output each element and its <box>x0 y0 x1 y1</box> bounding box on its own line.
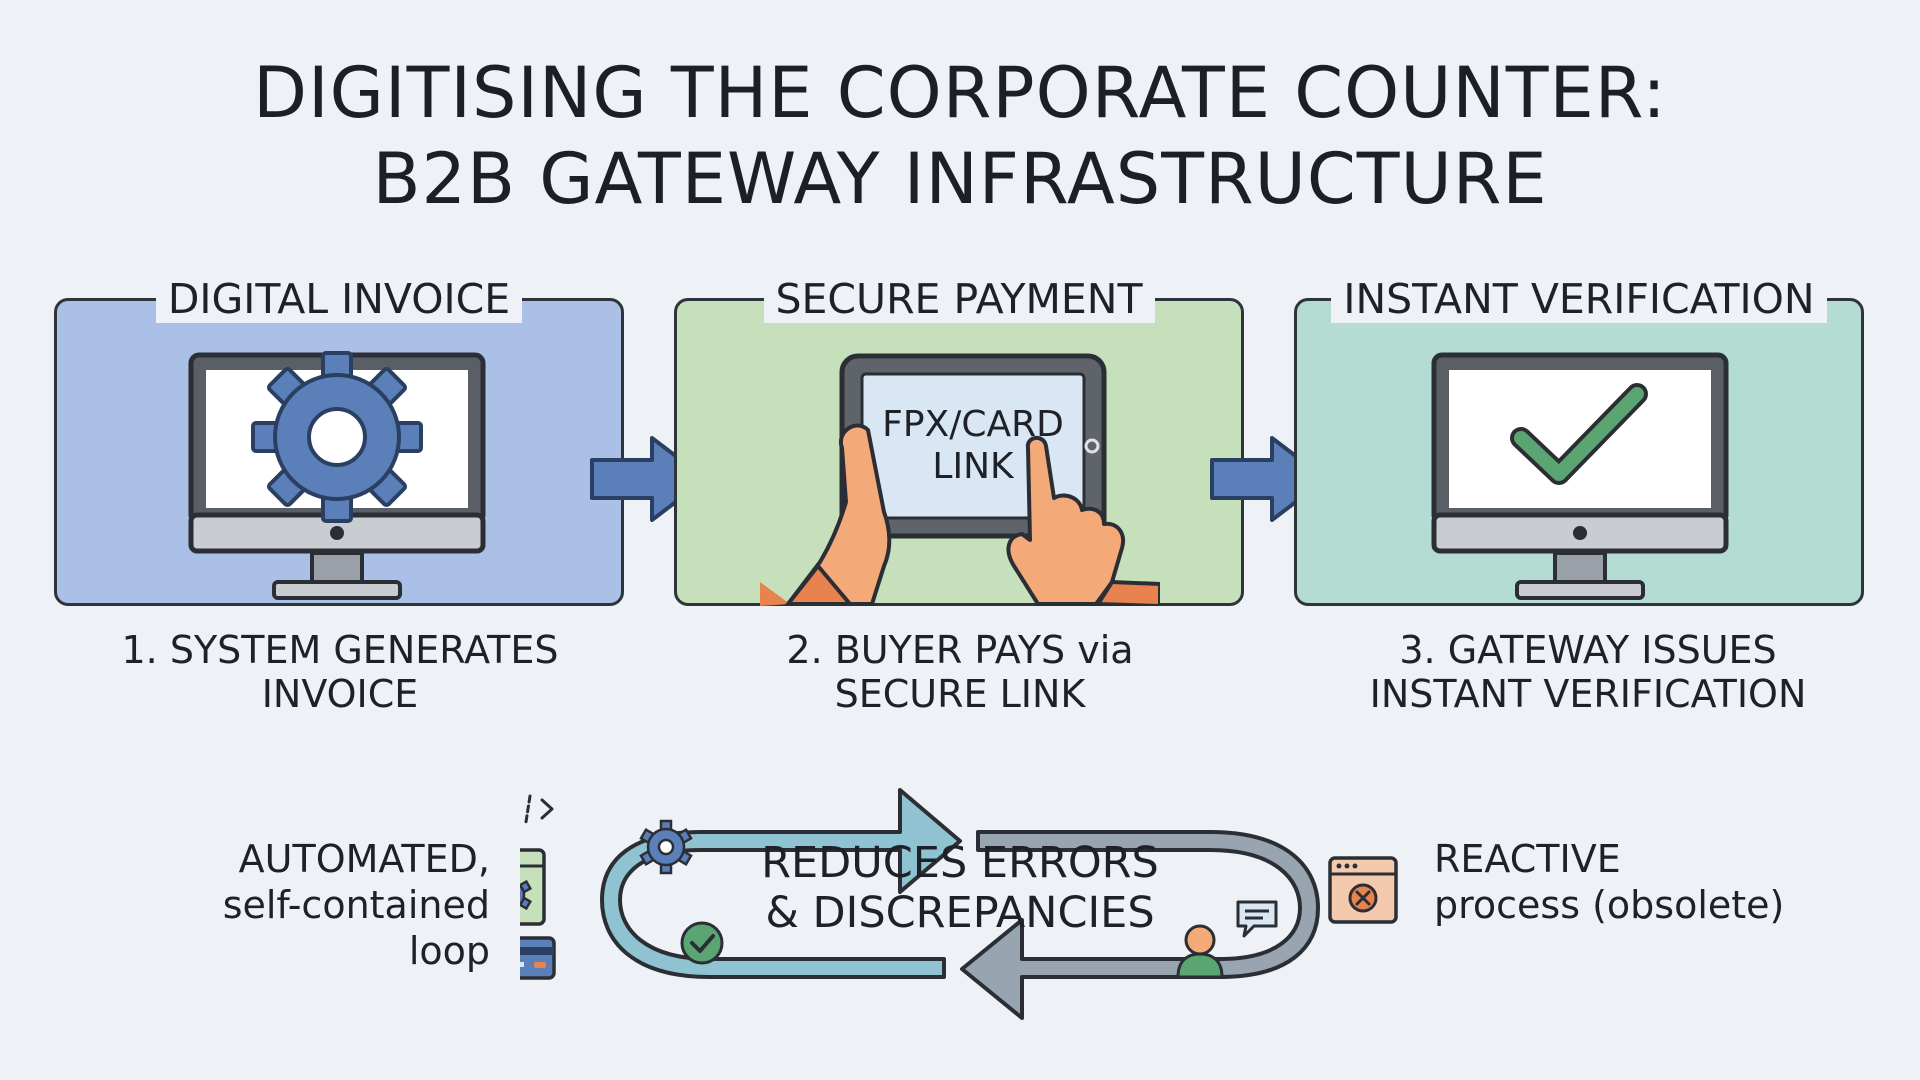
automated-loop-label: AUTOMATED, self-contained loop <box>222 837 490 973</box>
diagram-title: DIGITISING THE CORPORATE COUNTER: B2B GA… <box>0 50 1920 222</box>
error-window-icon <box>1328 856 1398 924</box>
panel-title-instant-verification: INSTANT VERIFICATION <box>1331 275 1827 323</box>
person-icon <box>1176 924 1224 979</box>
browser-gear-icon <box>520 848 546 926</box>
monitor-gear-icon <box>188 351 486 600</box>
loop-center-label: REDUCES ERRORS & DISCREPANCIES <box>761 838 1159 938</box>
step-2-label: 2. BUYER PAYS via SECURE LINK <box>786 628 1134 716</box>
title-line-2: B2B GATEWAY INFRASTRUCTURE <box>372 138 1548 220</box>
code-brackets-icon <box>524 794 554 824</box>
check-circle-icon <box>680 921 724 965</box>
small-gear-icon <box>639 819 693 875</box>
tablet-screen-text: FPX/CARD LINK <box>882 404 1064 487</box>
reactive-process-label: REACTIVE process (obsolete) <box>1434 837 1785 927</box>
chat-bubble-icon <box>1236 900 1278 938</box>
monitor-check-icon <box>1431 352 1729 600</box>
tablet-hands-icon <box>760 353 1160 606</box>
panel-title-digital-invoice: DIGITAL INVOICE <box>155 275 523 323</box>
gear-icon <box>251 351 423 523</box>
step-1-label: 1. SYSTEM GENERATES INVOICE <box>121 628 559 716</box>
process-loop-diagram <box>520 788 1398 1020</box>
step-3-label: 3. GATEWAY ISSUES INSTANT VERIFICATION <box>1369 628 1807 716</box>
credit-card-icon <box>520 936 556 980</box>
panel-title-secure-payment: SECURE PAYMENT <box>763 275 1155 323</box>
loop-arrow-reactive <box>960 830 1320 1020</box>
title-line-1: DIGITISING THE CORPORATE COUNTER: <box>253 52 1667 134</box>
